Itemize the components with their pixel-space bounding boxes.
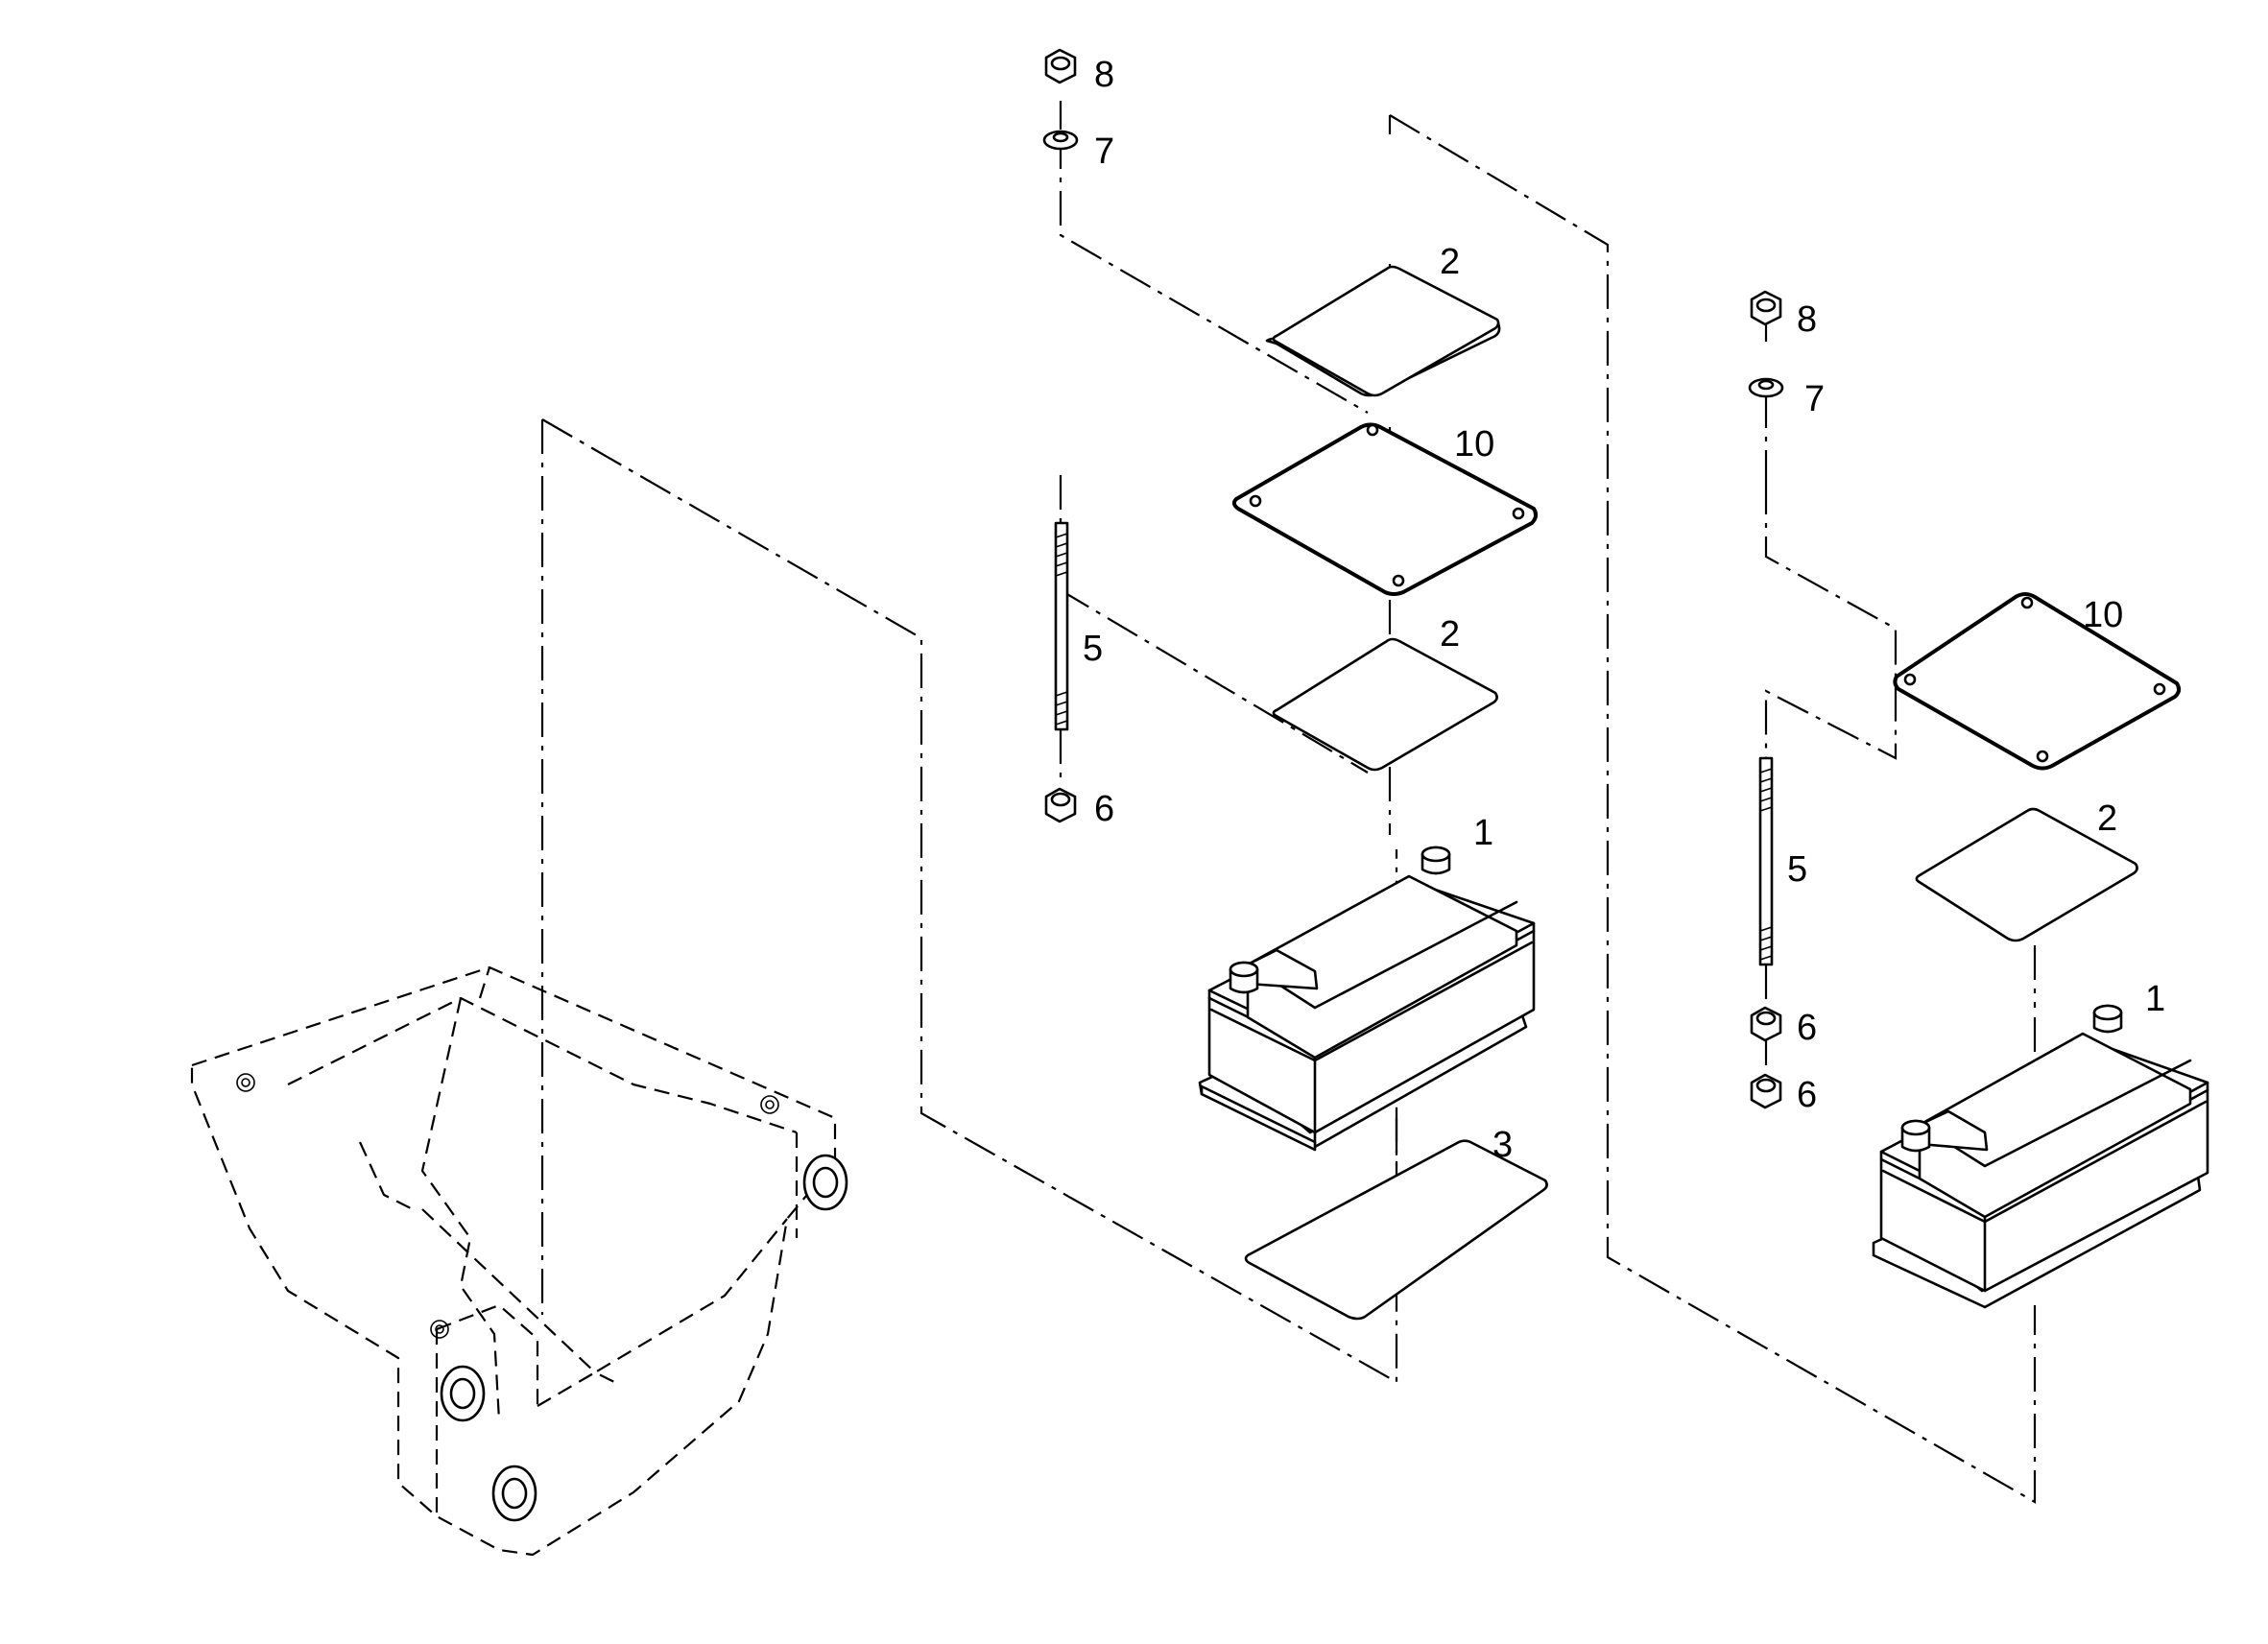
washer-7-left bbox=[1042, 130, 1079, 151]
callout-5-left: 5 bbox=[1083, 629, 1103, 669]
stud-5-left bbox=[1054, 521, 1069, 731]
cover-plate-10-left bbox=[1231, 422, 1539, 596]
battery-1-right bbox=[1872, 1004, 2209, 1309]
battery-1-left bbox=[1198, 846, 1536, 1152]
washer-7-right bbox=[1748, 377, 1784, 398]
callout-5-right: 5 bbox=[1787, 849, 1807, 890]
callout-8-right: 8 bbox=[1797, 299, 1817, 340]
bracket-bolt-head bbox=[440, 1365, 486, 1422]
callout-2-right: 2 bbox=[2097, 798, 2117, 839]
callout-7-left: 7 bbox=[1094, 131, 1114, 172]
nut-8-right bbox=[1750, 290, 1782, 326]
stud-5-right bbox=[1758, 756, 1774, 966]
callout-6-left: 6 bbox=[1094, 789, 1114, 829]
callout-2-left-mid: 2 bbox=[1440, 614, 1460, 655]
nut-8-left bbox=[1044, 48, 1077, 84]
cover-plate-10-right bbox=[1893, 592, 2182, 771]
callout-7-right: 7 bbox=[1804, 379, 1825, 419]
nut-6-left bbox=[1044, 787, 1077, 823]
callout-8-left: 8 bbox=[1094, 55, 1114, 95]
battery-bracket bbox=[190, 965, 848, 1557]
callout-1-right: 1 bbox=[2145, 979, 2165, 1019]
bracket-bolt-head bbox=[802, 1154, 848, 1211]
callout-6-right-upper: 6 bbox=[1797, 1008, 1817, 1048]
callout-3-left: 3 bbox=[1492, 1125, 1513, 1165]
pad-3-left bbox=[1244, 1139, 1548, 1321]
nut-6-right-upper bbox=[1750, 1006, 1782, 1042]
pad-2-right bbox=[1915, 807, 2138, 942]
callout-1-left: 1 bbox=[1473, 813, 1493, 853]
callout-10-right: 10 bbox=[2083, 595, 2123, 635]
callout-10-left: 10 bbox=[1454, 424, 1494, 465]
bracket-bolt-head bbox=[491, 1465, 537, 1522]
pad-2-left-mid bbox=[1272, 637, 1498, 772]
callout-2-left-top: 2 bbox=[1440, 242, 1460, 282]
callout-6-right-lower: 6 bbox=[1797, 1075, 1817, 1115]
nut-6-right-lower bbox=[1750, 1073, 1782, 1109]
